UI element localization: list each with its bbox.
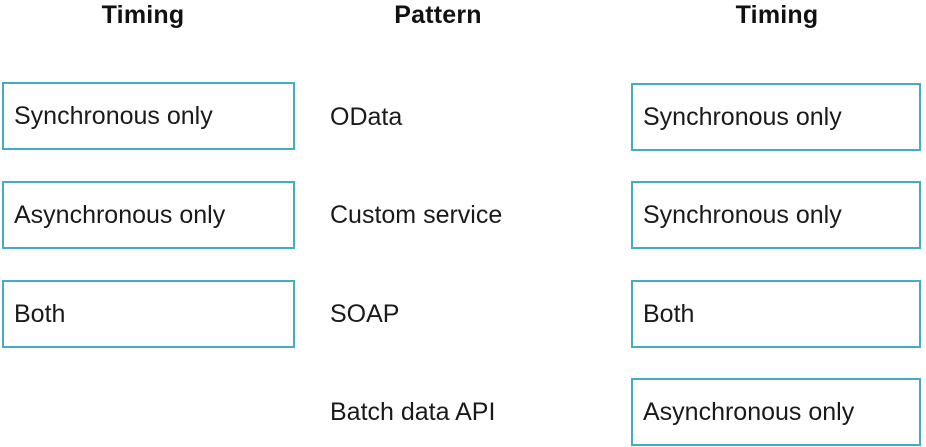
pattern-row: SOAP <box>330 280 602 348</box>
left-option-box[interactable]: Asynchronous only <box>2 181 295 249</box>
left-option-label: Both <box>14 299 66 328</box>
right-answer-box[interactable]: Synchronous only <box>631 83 921 151</box>
pattern-row: OData <box>330 83 602 151</box>
left-option-label: Asynchronous only <box>14 200 226 229</box>
right-answer-box[interactable]: Both <box>631 280 921 348</box>
right-answer-box[interactable]: Synchronous only <box>631 181 921 249</box>
pattern-label: Custom service <box>330 200 503 229</box>
pattern-row: Batch data API <box>330 378 602 446</box>
right-answer-label: Asynchronous only <box>643 397 855 426</box>
left-option-label: Synchronous only <box>14 101 213 130</box>
column-header-right-timing: Timing <box>735 1 819 29</box>
right-answer-label: Both <box>643 299 695 328</box>
column-header-left-timing: Timing <box>101 1 185 29</box>
left-option-box[interactable]: Both <box>2 280 295 348</box>
pattern-row: Custom service <box>330 181 602 249</box>
column-header-pattern: Pattern <box>394 1 482 29</box>
pattern-label: OData <box>330 102 403 131</box>
pattern-label: Batch data API <box>330 397 496 426</box>
right-answer-label: Synchronous only <box>643 200 842 229</box>
left-option-box[interactable]: Synchronous only <box>2 82 295 150</box>
right-answer-box[interactable]: Asynchronous only <box>631 378 921 446</box>
right-answer-label: Synchronous only <box>643 102 842 131</box>
pattern-label: SOAP <box>330 299 400 328</box>
